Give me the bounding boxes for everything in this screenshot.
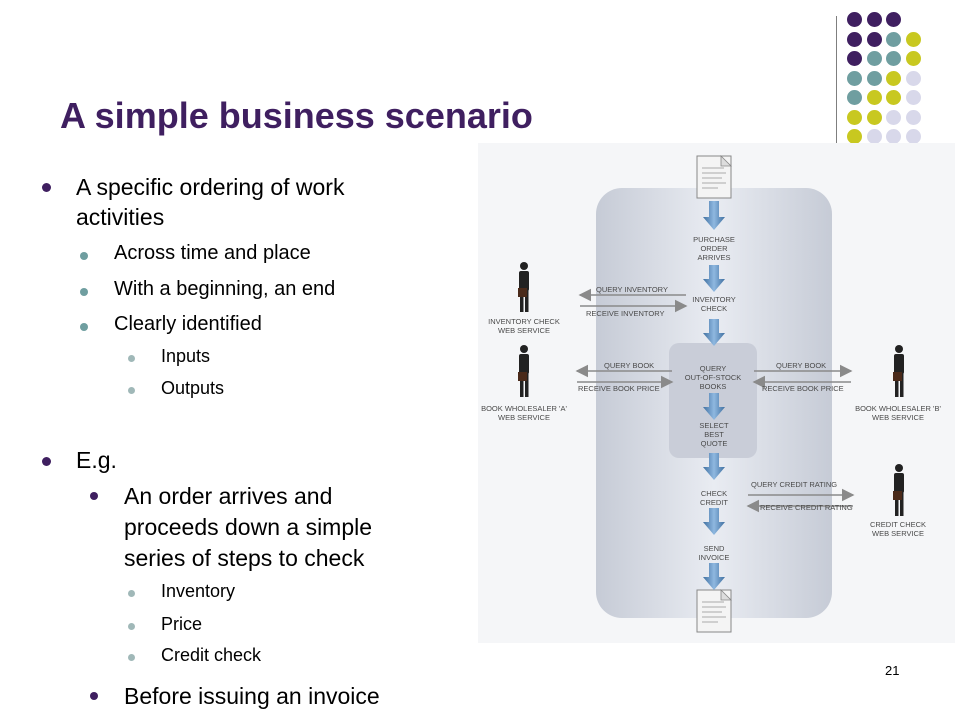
person-icon-inventory — [518, 262, 529, 312]
step-select-quote: SELECT BEST QUOTE — [699, 421, 729, 448]
person-icon-wholesaler-b — [893, 345, 904, 397]
bullet-dot — [80, 323, 88, 331]
bullet-dot — [80, 288, 88, 296]
decorative-dot — [905, 51, 921, 66]
sub-bullet-item-continued: series of steps to check — [124, 545, 365, 571]
sub-bullet-item: Across time and place — [114, 242, 311, 264]
label-query-inventory: QUERY INVENTORY — [596, 285, 668, 294]
service-arrows — [575, 288, 855, 513]
bullet-dot — [80, 252, 88, 260]
bullet-dot — [90, 692, 98, 700]
label-inventory-web-service: INVENTORY CHECK WEB SERVICE — [488, 317, 560, 335]
label-receive-book-price-right: RECEIVE BOOK PRICE — [762, 384, 844, 393]
bullet-item-continued: activities — [76, 204, 165, 230]
decorative-dot — [905, 90, 921, 105]
decorative-dot — [886, 70, 901, 86]
sub-sub-bullet-item: Outputs — [161, 378, 225, 398]
sub-sub-bullet-item: Credit check — [161, 645, 262, 665]
decorative-dot — [905, 129, 921, 144]
decorative-dot — [886, 129, 901, 144]
decorative-dot — [905, 70, 921, 86]
label-receive-inventory: RECEIVE INVENTORY — [586, 309, 665, 318]
page-number: 21 — [885, 663, 900, 678]
workflow-diagram-graphics — [518, 155, 904, 633]
decorative-dot — [847, 109, 862, 125]
decorative-dot — [905, 31, 921, 47]
bullet-dot — [42, 183, 51, 192]
decorative-dot — [886, 90, 901, 105]
label-receive-book-price-left: RECEIVE BOOK PRICE — [578, 384, 660, 393]
sub-bullet-item: An order arrives and — [124, 483, 333, 509]
sub-sub-bullet-item: Price — [161, 614, 203, 634]
bullet-dot — [90, 492, 98, 500]
bullet-dot — [128, 623, 135, 630]
decorative-dot — [886, 31, 901, 47]
document-icon-bottom — [696, 589, 732, 633]
label-wholesaler-b-web-service: BOOK WHOLESALER 'B' WEB SERVICE — [855, 404, 941, 422]
decorative-dot — [866, 109, 882, 125]
bullet-item: E.g. — [76, 447, 117, 473]
decorative-dot — [905, 109, 921, 125]
label-receive-credit-rating: RECEIVE CREDIT RATING — [760, 503, 853, 512]
decorative-dot — [866, 129, 882, 144]
sub-bullet-item: With a beginning, an end — [114, 278, 336, 300]
sub-sub-bullet-item: Inputs — [161, 346, 211, 366]
decorative-dot — [866, 31, 882, 47]
decorative-dot — [886, 109, 901, 125]
decorative-dot — [866, 70, 882, 86]
decorative-dot — [847, 12, 862, 27]
decorative-dot — [847, 70, 862, 86]
bullet-dot — [42, 457, 51, 466]
label-credit-web-service: CREDIT CHECK WEB SERVICE — [869, 520, 927, 538]
step-send-invoice: SEND INVOICE — [698, 544, 730, 562]
decorative-dot-grid — [847, 12, 957, 144]
bullet-dot — [128, 590, 135, 597]
sub-bullet-item: Before issuing an invoice — [124, 683, 380, 709]
decorative-dot — [847, 31, 862, 47]
decorative-dot — [847, 51, 862, 66]
label-query-book-left: QUERY BOOK — [604, 361, 655, 370]
decorative-dot — [847, 90, 862, 105]
step-inventory-check: INVENTORY CHECK — [692, 295, 736, 313]
decorative-dot — [847, 129, 862, 144]
label-query-credit-rating: QUERY CREDIT RATING — [751, 480, 838, 489]
flow-arrows-down — [703, 201, 725, 590]
workflow-diagram: PURCHASE ORDER ARRIVES INVENTORY CHECK Q… — [478, 143, 955, 643]
step-check-credit: CHECK CREDIT — [700, 489, 728, 507]
sub-sub-bullet-item: Inventory — [161, 581, 236, 601]
label-wholesaler-a-web-service: BOOK WHOLESALER 'A' WEB SERVICE — [481, 404, 567, 422]
step-query-books: QUERY OUT-OF-STOCK BOOKS — [684, 364, 742, 391]
decorative-dot — [886, 51, 901, 66]
decorative-dot — [866, 90, 882, 105]
label-query-book-right: QUERY BOOK — [776, 361, 827, 370]
bullet-item: A specific ordering of work — [76, 174, 345, 200]
step-purchase-order: PURCHASE ORDER ARRIVES — [693, 235, 735, 262]
decorative-dot — [866, 12, 882, 27]
bullet-dot — [128, 355, 135, 362]
decorative-dot — [886, 12, 901, 27]
document-icon-top — [696, 155, 732, 199]
bullet-dot — [128, 654, 135, 661]
bullet-dot — [128, 387, 135, 394]
decorative-dot — [866, 51, 882, 66]
sub-bullet-item-continued: proceeds down a simple — [124, 514, 373, 540]
person-icon-wholesaler-a — [518, 345, 529, 397]
divider-line — [836, 16, 837, 144]
person-icon-credit — [893, 464, 904, 516]
slide-title: A simple business scenario — [60, 95, 533, 136]
sub-bullet-item: Clearly identified — [114, 313, 262, 335]
